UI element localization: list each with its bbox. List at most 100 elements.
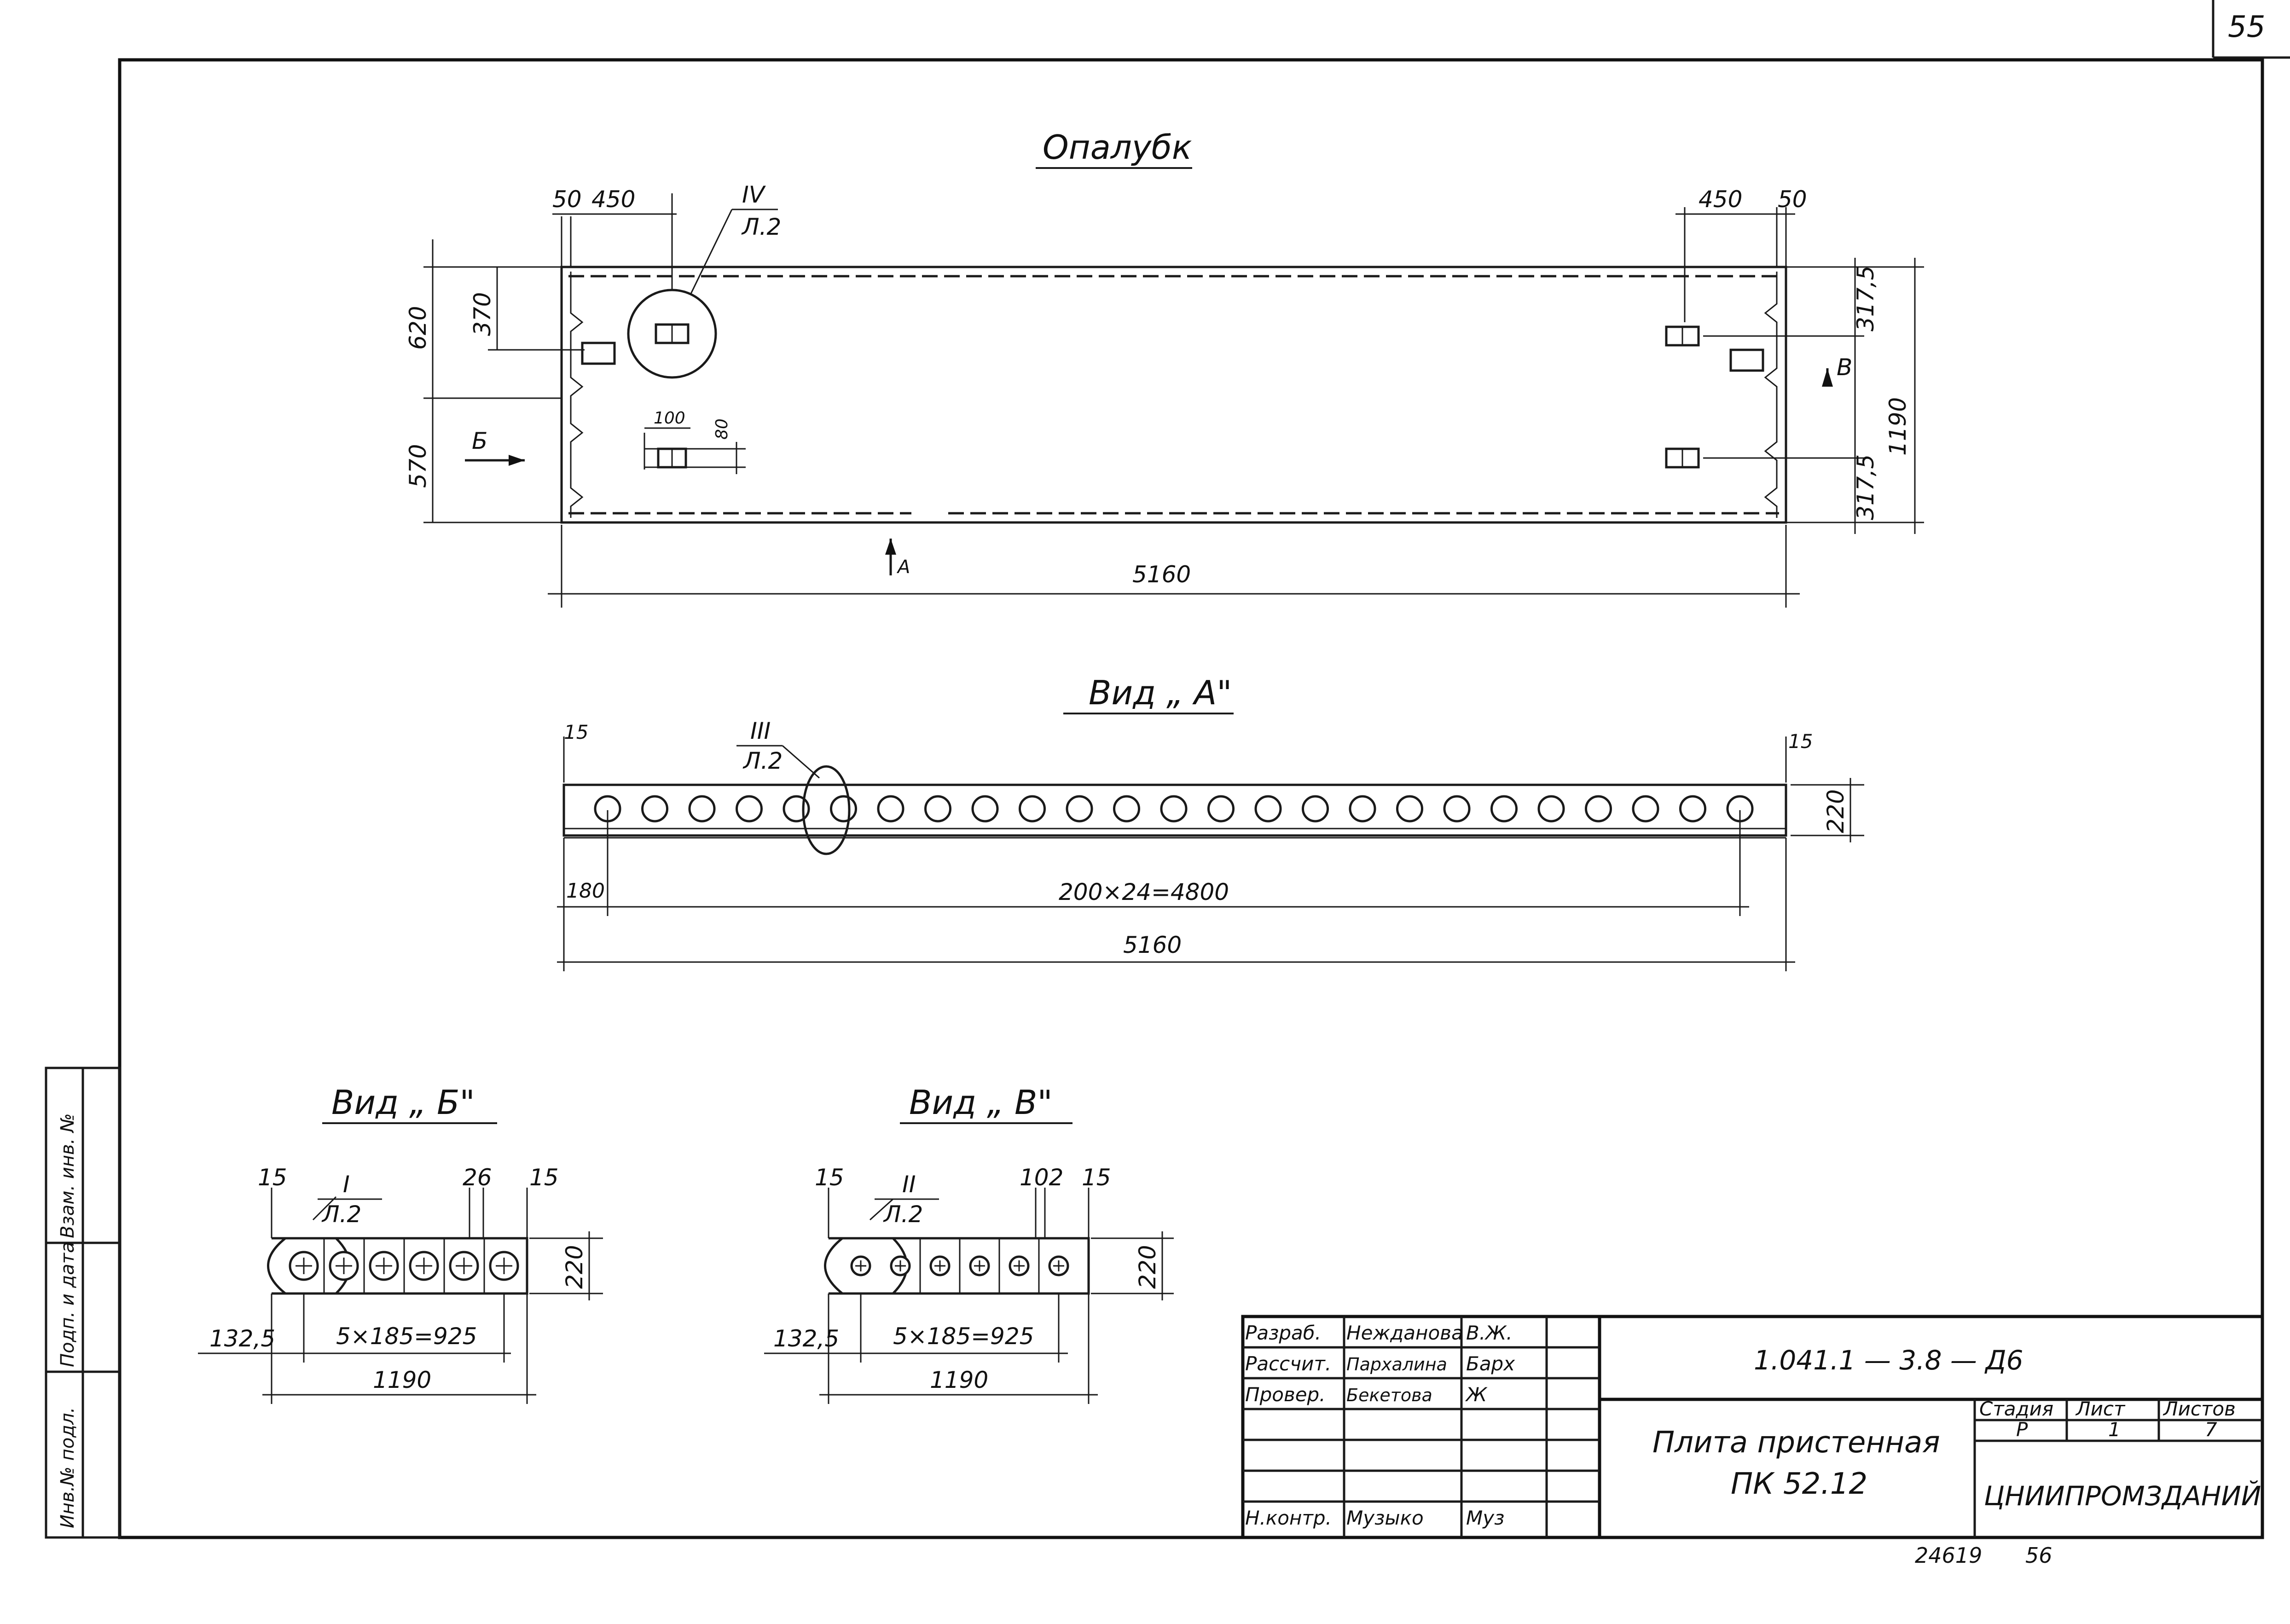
tb-role-nkontr: Н.контр.	[1245, 1507, 1332, 1529]
view-b-title: Вид „ Б"	[331, 1083, 475, 1122]
view-v-dim-15-right: 15	[1082, 1164, 1111, 1191]
view-v-outline	[829, 1237, 1090, 1295]
view-v-callout-num: II	[902, 1171, 916, 1198]
view-a-dim-15-right: 15	[1788, 730, 1813, 753]
dim-right-317-top: 317,5	[1852, 266, 1879, 331]
view-a-title: Вид „ А"	[1089, 673, 1232, 712]
view-a-hole	[1585, 795, 1612, 823]
view-a-hole	[1349, 795, 1376, 823]
view-a-hole	[1302, 795, 1329, 823]
dim-top-right-450: 450	[1699, 186, 1742, 213]
view-a-hole	[1490, 795, 1518, 823]
view-v-dim-132: 132,5	[773, 1325, 839, 1352]
view-a: Вид „ А" III Л.2 15 15 220 180 200×24=48…	[557, 673, 1864, 971]
view-b-dim-220: 220	[561, 1245, 588, 1289]
tb-signature-1: В.Ж.	[1466, 1322, 1513, 1344]
tb-sheets-value: 7	[2205, 1418, 2217, 1441]
view-v-holes	[850, 1238, 1069, 1293]
tb-role-2: Рассчит.	[1245, 1352, 1331, 1375]
view-a-holes	[594, 795, 1754, 823]
view-a-callout-sheet: Л.2	[742, 748, 783, 774]
left-end-profile	[570, 272, 584, 518]
side-stamp: Взам. инв. № Подп. и дата Инв.№ подл.	[45, 1067, 121, 1539]
view-a-hole	[877, 795, 904, 823]
view-v-dim-102: 102	[1020, 1164, 1063, 1191]
callout-iv-sheet: Л.2	[741, 214, 781, 240]
view-b-holes	[289, 1238, 519, 1293]
view-a-hole	[1066, 795, 1093, 823]
tb-stage-header: Стадия	[1979, 1398, 2053, 1420]
footer-left: 24619	[1915, 1543, 1982, 1568]
callout-iv-num: IV	[742, 181, 766, 208]
view-v-dim-pitch: 5×185=925	[893, 1323, 1034, 1350]
tb-sheets-header: Листов	[2162, 1398, 2236, 1420]
view-a-hole	[783, 795, 810, 823]
dim-left-370: 370	[469, 292, 496, 336]
dim-small-100: 100	[654, 409, 685, 428]
view-a-hole	[830, 795, 857, 823]
view-a-hole	[1019, 795, 1046, 823]
view-a-hole	[736, 795, 763, 823]
tb-stage-value: Р	[2016, 1418, 2028, 1441]
arrow-b-label: Б	[472, 428, 487, 454]
view-v: Вид „ В" 15 102 15 II Л.2 220 132,5 5×18…	[764, 1083, 1174, 1404]
dim-bottom-5160: 5160	[1132, 561, 1191, 588]
dim-right-1190: 1190	[1884, 397, 1911, 456]
dim-left-570: 570	[405, 444, 431, 488]
view-b-dim-26: 26	[463, 1164, 492, 1191]
tb-document-code: 1.041.1 — 3.8 — Д6	[1754, 1345, 2023, 1376]
view-a-dim-15-left: 15	[564, 721, 588, 743]
dim-small-80: 80	[713, 418, 731, 440]
tb-product-mark: ПК 52.12	[1731, 1467, 1867, 1501]
drawing-frame	[118, 58, 2264, 1539]
tb-sheet-value: 1	[2108, 1418, 2121, 1441]
tb-signature-nkontr: Муз	[1466, 1507, 1504, 1529]
tb-name-nkontr: Музыко	[1346, 1507, 1424, 1529]
page-number: 55	[2228, 10, 2265, 44]
view-v-dim-220: 220	[1134, 1245, 1161, 1289]
plan-title: Опалубк	[1043, 128, 1192, 167]
view-b-dim-1190: 1190	[373, 1367, 431, 1393]
tb-role-1: Разраб.	[1245, 1322, 1321, 1344]
dim-top-left-450: 450	[591, 186, 635, 213]
view-b-outline	[272, 1237, 528, 1295]
page-number-corner: 55	[2212, 0, 2290, 59]
plan-view: Опалубк IV Л.2 50 450	[405, 128, 1924, 608]
slab-outline	[560, 266, 1787, 524]
tb-name-1: Нежданова	[1346, 1322, 1463, 1344]
title-block: Разраб. Рассчит. Провер. Н.контр. Неждан…	[1241, 1315, 2264, 1539]
tb-product-name: Плита пристенная	[1652, 1426, 1940, 1460]
footer-right: 56	[2025, 1543, 2052, 1568]
view-v-detail-ii	[824, 1237, 843, 1294]
side-stamp-cell-3: Инв.№ подл.	[57, 1407, 78, 1528]
view-a-hole	[1207, 795, 1235, 823]
view-a-hole	[1632, 795, 1659, 823]
view-a-hole	[688, 795, 716, 823]
view-v-dim-15-left: 15	[815, 1164, 844, 1191]
side-stamp-cell-2: Подп. и дата	[57, 1242, 78, 1367]
tb-role-3: Провер.	[1245, 1383, 1326, 1406]
view-v-dim-1190: 1190	[930, 1367, 988, 1393]
side-stamp-cell-1: Взам. инв. №	[57, 1113, 78, 1238]
view-b-dim-15-right: 15	[529, 1164, 559, 1191]
arrow-v-label: В	[1837, 354, 1852, 381]
view-b: Вид „ Б" 15 26 15 I Л.2 220 132,5 5×185=…	[198, 1083, 603, 1404]
tb-organization: ЦНИИПРОМЗДАНИЙ	[1984, 1480, 2261, 1512]
view-b-dim-pitch: 5×185=925	[336, 1323, 477, 1350]
view-a-hole	[641, 795, 668, 823]
view-a-dim-pitch: 200×24=4800	[1059, 879, 1229, 905]
view-b-callout-num: I	[343, 1171, 350, 1198]
dim-right-317-bottom: 317,5	[1852, 454, 1879, 520]
view-a-hole	[1160, 795, 1188, 823]
tb-signature-3: Ж	[1465, 1383, 1488, 1406]
view-a-hole	[924, 795, 951, 823]
view-a-detail-iii	[802, 765, 851, 855]
view-a-hole	[971, 795, 999, 823]
tb-signature-2: Барх	[1466, 1352, 1515, 1375]
tb-name-3: Бекетова	[1346, 1385, 1432, 1405]
dim-left-620: 620	[405, 306, 431, 350]
view-a-dim-5160: 5160	[1123, 932, 1182, 958]
view-a-hole	[1396, 795, 1423, 823]
view-v-callout-sheet: Л.2	[883, 1201, 923, 1228]
